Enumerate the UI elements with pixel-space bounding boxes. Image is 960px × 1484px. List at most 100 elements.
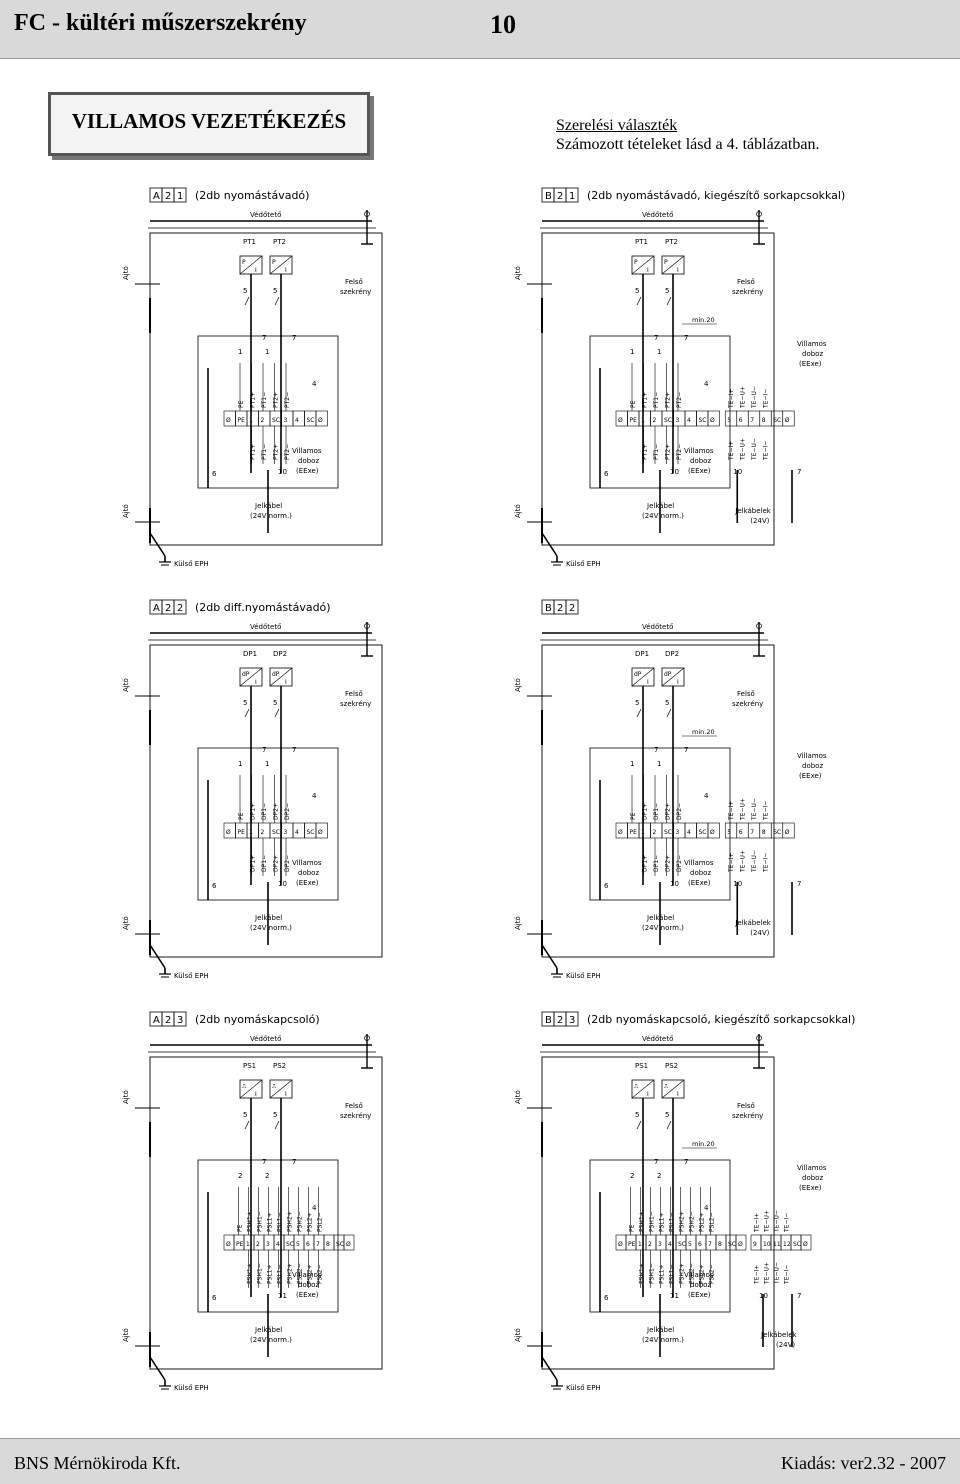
device-name: PT1 (635, 238, 648, 246)
code-box (173, 599, 187, 615)
terminal-label: PSL1+ (267, 1264, 274, 1284)
terminal-label: TE−U+ (764, 1262, 771, 1285)
cable-number: 6 (604, 470, 609, 478)
terminal-number: SC (773, 829, 781, 836)
terminal-block (707, 822, 720, 839)
cable-number: 5 (665, 699, 669, 707)
page-number: 10 (490, 10, 516, 39)
ground-clamp (756, 211, 762, 217)
upper-cabinet-label: Felső (737, 689, 755, 698)
ground-label: Külső EPH (174, 971, 209, 980)
terminal-number: Ø (346, 1241, 351, 1248)
terminal-label: PSL2− (709, 1212, 716, 1232)
upper-cabinet-label: szekrény (340, 700, 371, 708)
min-length-label: min.20 (692, 1140, 715, 1148)
wire-tick (666, 1120, 672, 1130)
door-label: Ajtó (122, 504, 130, 518)
diagram-caption: (2db nyomáskapcsoló) (195, 1013, 320, 1026)
cable-number: 10 (278, 468, 287, 476)
junction-box (197, 1159, 339, 1313)
terminal-label: TE−U− (751, 850, 758, 873)
terminal-label: PT1− (261, 392, 268, 408)
signal-cables-label: (24V) (750, 517, 769, 525)
ground-clamp (756, 623, 762, 629)
junction-box-label: Villamos (797, 340, 827, 348)
code-char: 3 (569, 1015, 575, 1026)
device-divider (661, 667, 685, 687)
wire-tick (244, 1120, 250, 1130)
junction-box-label: (EExe) (799, 360, 822, 368)
terminal-label: PT2+ (273, 444, 280, 460)
terminal-number: Ø (710, 417, 715, 424)
signal-cable-label: (24V norm.) (250, 1336, 292, 1344)
terminal-number: 2 (648, 1241, 652, 1248)
terminal-label: PSL1− (277, 1212, 284, 1232)
terminal-number: 7 (708, 1241, 712, 1248)
upper-cabinet-label: Felső (345, 1101, 363, 1110)
terminal-number: SC (699, 417, 707, 424)
junction-box (589, 1159, 731, 1313)
cabinet-outline (541, 232, 775, 546)
terminal-number: PE (238, 417, 246, 424)
ground-cable (541, 944, 558, 969)
terminal-number: PE (630, 417, 638, 424)
terminal-number: SC (664, 829, 672, 836)
terminal-number: 7 (316, 1241, 320, 1248)
terminal-label: PT1+ (642, 444, 649, 460)
terminal-label: TE−I+ (728, 389, 735, 409)
terminal-number: Ø (226, 1241, 231, 1248)
terminal-label: PT1+ (250, 444, 257, 460)
roof-label: Védőtető (642, 622, 673, 631)
cable-number: 5 (635, 1111, 639, 1119)
junction-box (589, 335, 731, 489)
junction-box-label: (EExe) (296, 879, 319, 887)
terminal-number: 1 (641, 829, 645, 836)
terminal-number: 6 (698, 1241, 702, 1248)
cable-number: 7 (797, 880, 801, 888)
terminal-block (782, 822, 795, 839)
door-label: Ajtó (514, 1328, 522, 1342)
cable-number: 7 (684, 1158, 688, 1166)
terminal-label: DP1+ (250, 803, 257, 820)
terminal-number: 1 (246, 1241, 250, 1248)
code-char: 1 (569, 191, 575, 202)
terminal-number: SC (773, 417, 781, 424)
device-divider (661, 255, 685, 275)
code-char: 2 (557, 603, 563, 614)
upper-cabinet-label: Felső (737, 1101, 755, 1110)
terminal-number: 8 (326, 1241, 330, 1248)
terminal-label: PSH2+ (679, 1263, 686, 1284)
signal-cables-label: Jelkábelek (760, 1331, 798, 1339)
junction-box-label: (EExe) (296, 467, 319, 475)
wire-tick (244, 296, 250, 306)
cable-number: 5 (273, 699, 277, 707)
terminal-label: PSH1− (649, 1211, 656, 1232)
terminal-label: TE−I+ (728, 853, 735, 873)
signal-cable-label: (24V norm.) (642, 924, 684, 932)
terminal-label: PSL1− (277, 1264, 284, 1284)
terminal-label: PSL2− (317, 1212, 324, 1232)
ground-label: Külső EPH (566, 971, 601, 980)
wire-tick (666, 708, 672, 718)
cable-number: 6 (212, 470, 217, 478)
terminal-number: 8 (762, 829, 766, 836)
terminal-label: DP1− (261, 855, 268, 872)
cable-number: 6 (604, 882, 609, 890)
terminal-number: 8 (762, 417, 766, 424)
terminal-number: 3 (658, 1241, 662, 1248)
signal-cables-label: Jelkábelek (734, 507, 772, 515)
code-box (565, 1011, 579, 1027)
code-box (173, 187, 187, 203)
terminal-label: PT2+ (665, 392, 672, 408)
device-symbol: I (677, 679, 679, 686)
note: Szerelési választék Számozott tételeket … (556, 116, 819, 154)
cable-number: 5 (273, 287, 277, 295)
signal-cable-label: Jelkábel (254, 502, 282, 510)
terminal-label: DP2+ (273, 803, 280, 820)
cable-number: 7 (654, 746, 658, 754)
terminal-label: PE (630, 812, 637, 820)
terminal-label: DP2− (284, 803, 291, 820)
diagram-caption: (2db nyomáskapcsoló, kiegészítő sorkapcs… (587, 1013, 855, 1026)
page-footer: BNS Mérnökiroda Kft. Kiadás: ver2.32 - 2… (0, 1438, 960, 1484)
cable-number: 7 (292, 334, 296, 342)
